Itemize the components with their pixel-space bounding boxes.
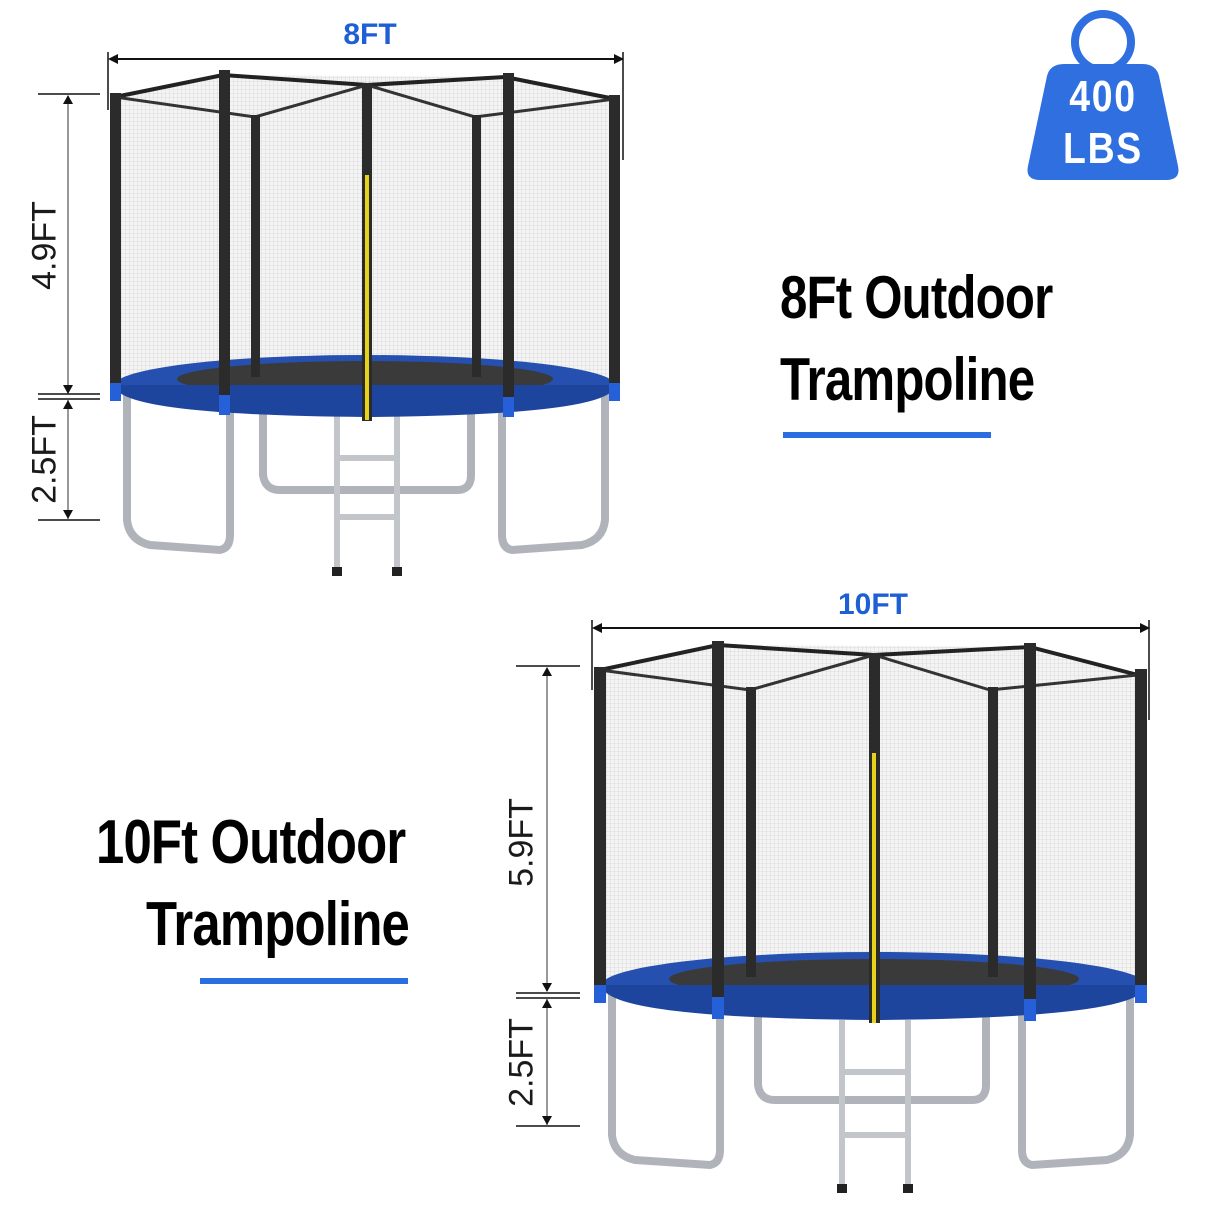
weight-capacity-badge: 400 LBS — [1024, 6, 1182, 182]
trampoline-10ft-illustration — [594, 641, 1147, 1193]
product-title-10ft-line2: Trampoline — [146, 890, 410, 959]
frame-height-label-10ft: 2.5FT — [502, 1018, 541, 1107]
badge-value: 400 — [1069, 72, 1137, 121]
product-title-8ft-line1: 8Ft Outdoor — [780, 264, 1053, 331]
product-title-10ft-line1: 10Ft Outdoor — [96, 808, 406, 877]
width-dimension-line-8ft — [107, 52, 624, 160]
width-label-8ft: 8FT — [343, 18, 397, 51]
height-dimension-lines-8ft — [38, 93, 100, 521]
trampoline-8ft-illustration — [110, 70, 620, 576]
title-underline-8ft — [783, 432, 991, 438]
title-underline-10ft — [200, 978, 408, 984]
weight-kettlebell-icon — [1027, 10, 1179, 180]
badge-unit: LBS — [1063, 124, 1143, 173]
net-height-label-10ft: 5.9FT — [502, 798, 541, 887]
width-label-10ft: 10FT — [837, 588, 909, 621]
product-title-8ft-line2: Trampoline — [780, 346, 1035, 413]
